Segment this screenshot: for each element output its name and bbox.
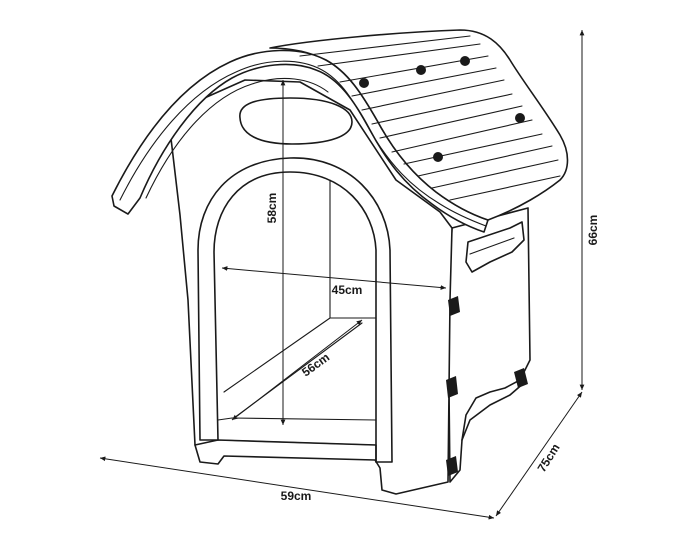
screw-icon [359,78,369,88]
dim-inner-depth-line [231,319,363,421]
label-inner-width: 45cm [332,283,363,297]
side-vent [465,221,525,273]
roof-front-edge [111,49,489,233]
side-skirt [461,381,526,441]
screw-icon [460,56,470,66]
roof [111,29,569,233]
screw-icon [433,152,443,162]
roof-top [269,29,569,221]
clip-icon [448,296,460,316]
screw-icon [416,65,426,75]
dim-inner-width-line [221,266,447,290]
dim-width-line [99,456,495,520]
label-base-depth: 75cm [535,441,563,474]
label-base-width: 59cm [281,489,312,503]
screw-icon [515,113,525,123]
label-height: 66cm [586,215,600,246]
clip-icon [446,376,458,398]
dim-depth-line [495,391,583,517]
front-vent [239,97,353,145]
label-door-height: 58cm [265,193,279,224]
clip-icon [514,368,528,388]
dimension-lines [99,30,585,520]
roof-screws [359,56,525,162]
roof-planks [299,35,561,201]
